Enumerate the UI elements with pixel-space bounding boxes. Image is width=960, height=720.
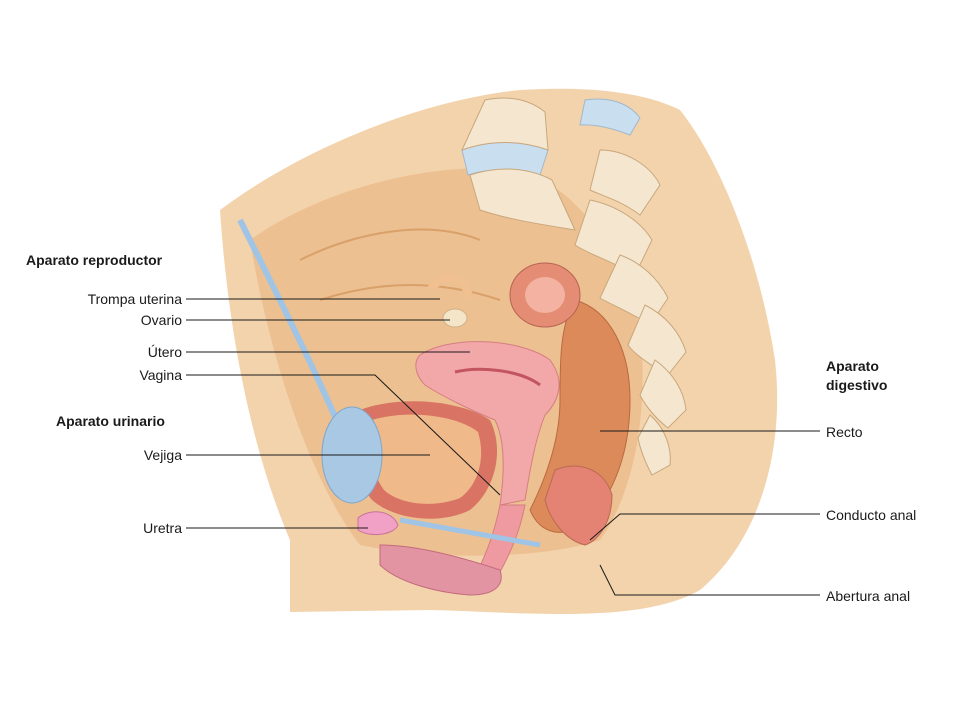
leader-vagina bbox=[186, 374, 501, 496]
spine bbox=[461, 97, 687, 476]
group-label-digestive-line1: Aparato bbox=[826, 358, 879, 374]
vertebra bbox=[599, 254, 669, 326]
vertebra bbox=[469, 168, 576, 231]
label-anal-opening: Abertura anal bbox=[826, 588, 911, 604]
intervertebral-disc bbox=[579, 98, 641, 136]
pelvic-fold bbox=[319, 284, 501, 301]
vertebra bbox=[627, 304, 687, 376]
group-label-urinary: Aparato urinario bbox=[56, 413, 165, 429]
bladder-inner bbox=[368, 414, 482, 504]
label-uterus: Útero bbox=[147, 344, 182, 360]
vertebra bbox=[461, 97, 549, 151]
vertebra bbox=[639, 359, 687, 429]
group-label-reproductive: Aparato reproductor bbox=[26, 252, 163, 268]
uterus bbox=[415, 341, 560, 506]
urethra bbox=[399, 517, 541, 548]
anal-canal bbox=[544, 465, 613, 546]
label-fallopian-tube: Trompa uterina bbox=[87, 291, 182, 307]
uterine-cavity bbox=[454, 367, 541, 387]
label-rectum: Recto bbox=[826, 424, 863, 440]
label-bladder: Vejiga bbox=[143, 447, 182, 463]
label-ovary: Ovario bbox=[140, 312, 182, 328]
group-label-digestive-line2: digestivo bbox=[826, 377, 888, 393]
ovary bbox=[442, 308, 468, 328]
leader-lines bbox=[186, 298, 820, 596]
label-anal-canal: Conducto anal bbox=[826, 507, 917, 523]
leader-anal-canal bbox=[589, 513, 820, 541]
pelvic-fold bbox=[299, 228, 481, 261]
urethral-opening bbox=[357, 511, 399, 536]
leader-anal-opening bbox=[599, 564, 820, 596]
sigmoid-lumen bbox=[525, 277, 565, 313]
fallopian-tube bbox=[426, 273, 474, 302]
vertebra bbox=[589, 149, 661, 216]
labia bbox=[379, 544, 502, 596]
vertebra bbox=[637, 414, 671, 476]
label-vagina: Vagina bbox=[139, 367, 182, 383]
label-urethra: Uretra bbox=[143, 520, 182, 536]
